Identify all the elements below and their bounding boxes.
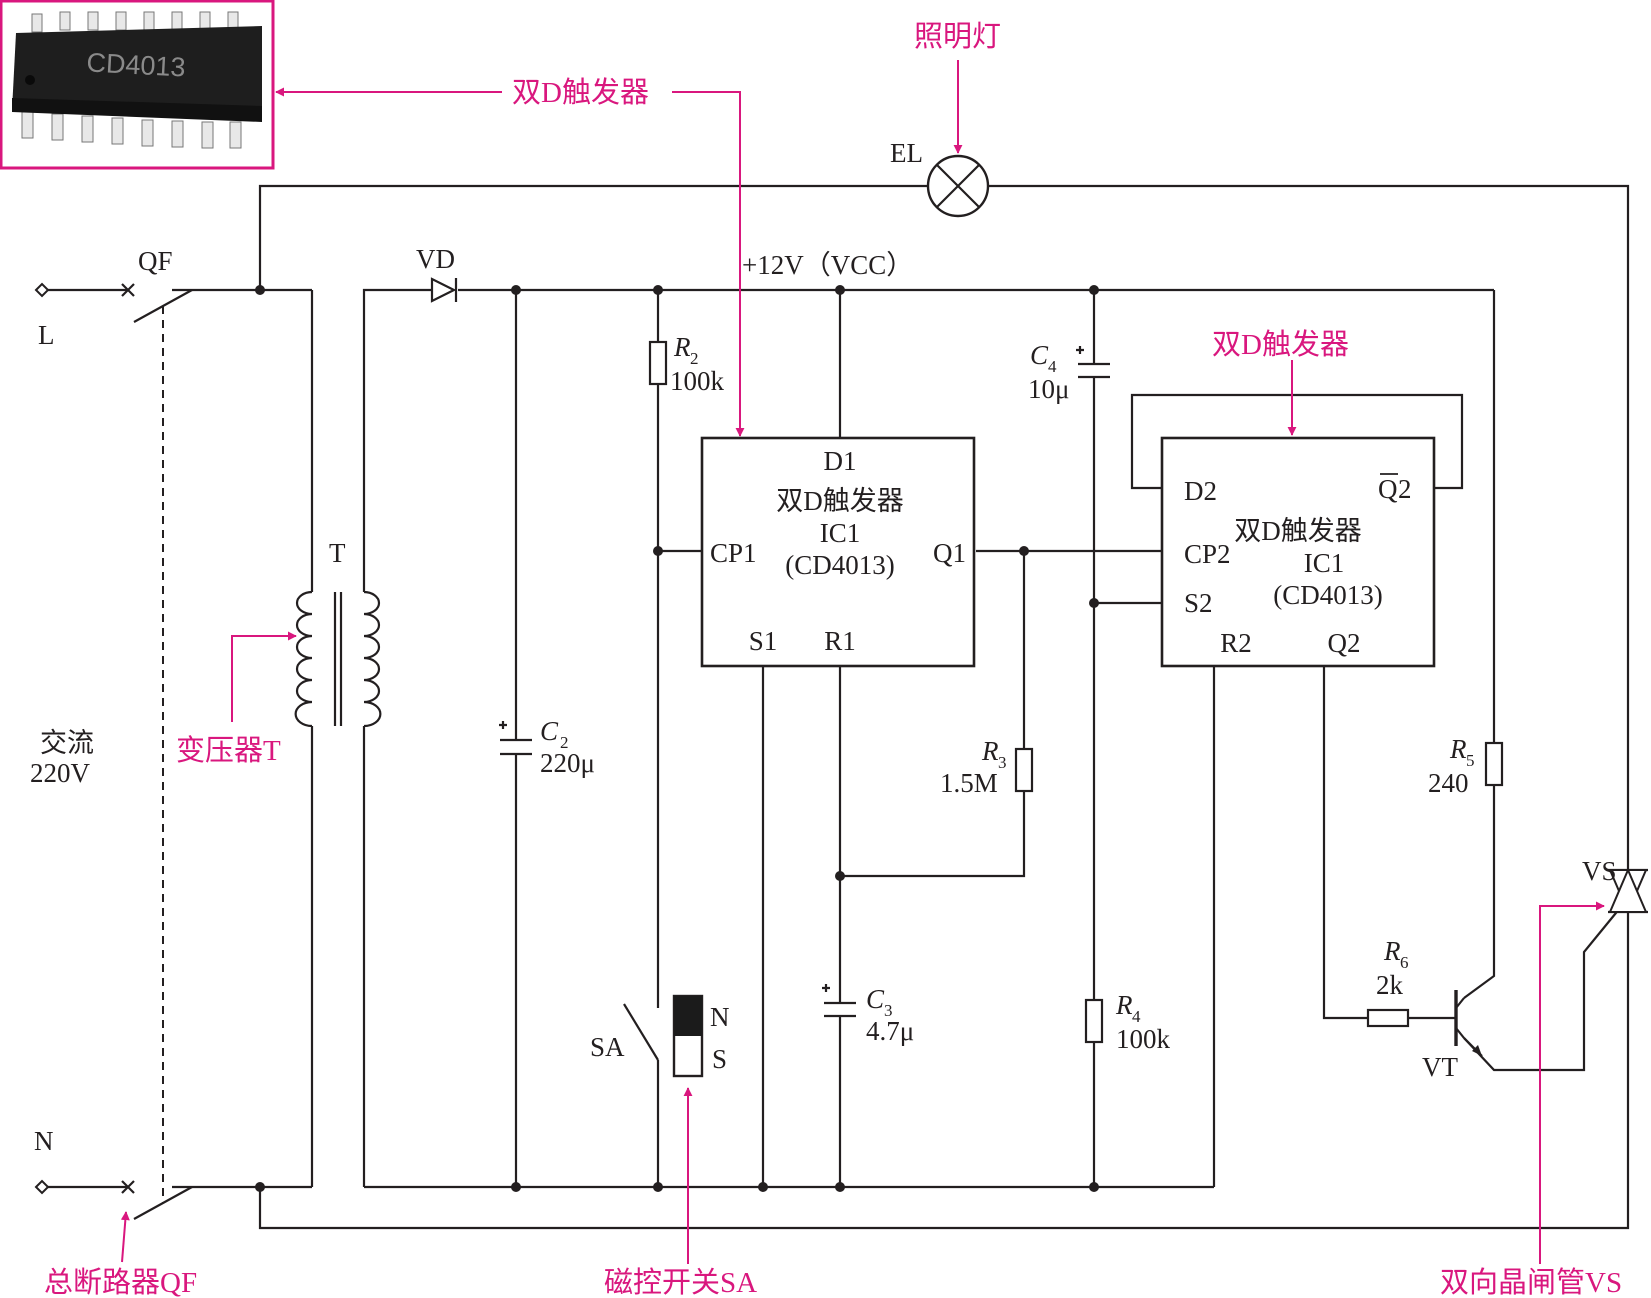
mains-neutral-label: N (34, 1126, 54, 1156)
resistor-r6 (1366, 1008, 1410, 1028)
ic2-pin-cp2: CP2 (1184, 539, 1231, 569)
magnet-s-label: S (712, 1044, 727, 1074)
ic2-pin-q2: Q2 (1328, 628, 1361, 658)
callout-flipflop-top: 双D触发器 (512, 76, 649, 109)
c4-value: 10μ (1028, 374, 1069, 404)
resistor-r3 (1014, 747, 1034, 793)
ic1-pin-d1: D1 (824, 446, 857, 476)
r5-sub: 5 (1466, 751, 1475, 770)
c3-sub: 3 (884, 1001, 893, 1020)
transistor-label: VT (1422, 1052, 1458, 1082)
mains-line-label: L (38, 320, 55, 350)
ic2-name: 双D触发器 (1234, 516, 1362, 546)
transformer-label: T (329, 538, 346, 568)
capacitor-c4 (1076, 346, 1110, 379)
r3-value: 1.5M (940, 768, 998, 798)
mains-terminal-l (34, 282, 50, 298)
ic2-pin-r2: R2 (1220, 628, 1252, 658)
ic1-pin-q1: Q1 (933, 538, 966, 568)
capacitor-c2 (499, 721, 532, 756)
r6-ref: R (1383, 936, 1401, 966)
ic1-pin-cp1: CP1 (710, 538, 757, 568)
ic1-name: 双D触发器 (776, 486, 904, 516)
ic2-pin-s2: S2 (1184, 588, 1213, 618)
ic1-ref: IC1 (820, 518, 861, 548)
supply-label: +12V（VCC） (742, 250, 913, 280)
magnet-n-label: N (710, 1002, 730, 1032)
r4-sub: 4 (1132, 1007, 1141, 1026)
transformer-t (294, 590, 382, 728)
callout-lamp: 照明灯 (914, 20, 1001, 53)
capacitor-c3 (822, 984, 856, 1018)
c3-ref: C (866, 984, 885, 1014)
ic2-block: D2 Q 2 双D触发器 IC1 (CD4013) CP2 S2 R2 Q2 (1160, 436, 1436, 668)
triac-vs (1608, 867, 1648, 915)
ic2-pin-qbar: Q (1378, 474, 1398, 504)
r6-sub: 6 (1400, 953, 1409, 972)
c2-ref: C (540, 716, 559, 746)
r5-ref: R (1449, 734, 1467, 764)
r2-sub: 2 (690, 349, 699, 368)
resistor-r2 (648, 340, 668, 386)
ic2-pin-d2: D2 (1184, 476, 1217, 506)
callout-flipflop-right: 双D触发器 (1212, 328, 1349, 361)
r4-ref: R (1115, 990, 1133, 1020)
wires (42, 184, 1630, 1230)
diode-vd (430, 277, 458, 303)
breaker-qf (121, 283, 193, 1220)
resistor-r5 (1484, 741, 1504, 787)
r3-sub: 3 (998, 753, 1007, 772)
c4-ref: C (1030, 340, 1049, 370)
mains-ac-label: 交流 (40, 728, 94, 758)
callout-arrows (120, 60, 1605, 1264)
transistor-vt (1454, 990, 1483, 1057)
lamp-el (926, 154, 990, 218)
callout-triac: 双向晶闸管VS (1440, 1266, 1622, 1298)
junction-dots (255, 285, 1099, 1192)
ic2-pin-qbar-num: 2 (1398, 474, 1412, 504)
c3-value: 4.7μ (866, 1016, 914, 1046)
c2-sub: 2 (560, 733, 569, 752)
ic2-ref: IC1 (1304, 548, 1345, 578)
r2-value: 100k (670, 366, 725, 396)
resistor-r4 (1084, 998, 1104, 1044)
chip-marking: CD4013 (86, 47, 186, 82)
diode-label: VD (416, 244, 455, 274)
ic1-part: (CD4013) (785, 550, 895, 580)
ic1-pin-r1: R1 (824, 626, 856, 656)
mains-voltage-label: 220V (30, 758, 91, 788)
ic1-pin-s1: S1 (749, 626, 778, 656)
ic2-part: (CD4013) (1273, 580, 1383, 610)
breaker-label: QF (138, 246, 173, 276)
c4-sub: 4 (1048, 357, 1057, 376)
callout-transformer: 变压器T (176, 734, 281, 767)
lamp-label: EL (890, 138, 923, 168)
callout-reed-switch: 磁控开关SA (604, 1266, 757, 1298)
mains-terminal-n (34, 1179, 50, 1195)
r3-ref: R (981, 736, 999, 766)
c2-value: 220μ (540, 748, 595, 778)
chip-photo: CD4013 (0, 0, 275, 170)
triac-label: VS (1582, 856, 1617, 886)
r5-value: 240 (1428, 768, 1469, 798)
switch-label: SA (590, 1032, 625, 1062)
callout-breaker: 总断路器QF (44, 1266, 197, 1298)
ic1-block: D1 双D触发器 IC1 (CD4013) CP1 Q1 S1 R1 (700, 436, 976, 668)
r6-value: 2k (1376, 970, 1404, 1000)
r4-value: 100k (1116, 1024, 1171, 1054)
r2-ref: R (673, 332, 691, 362)
reed-switch-sa (623, 994, 704, 1078)
